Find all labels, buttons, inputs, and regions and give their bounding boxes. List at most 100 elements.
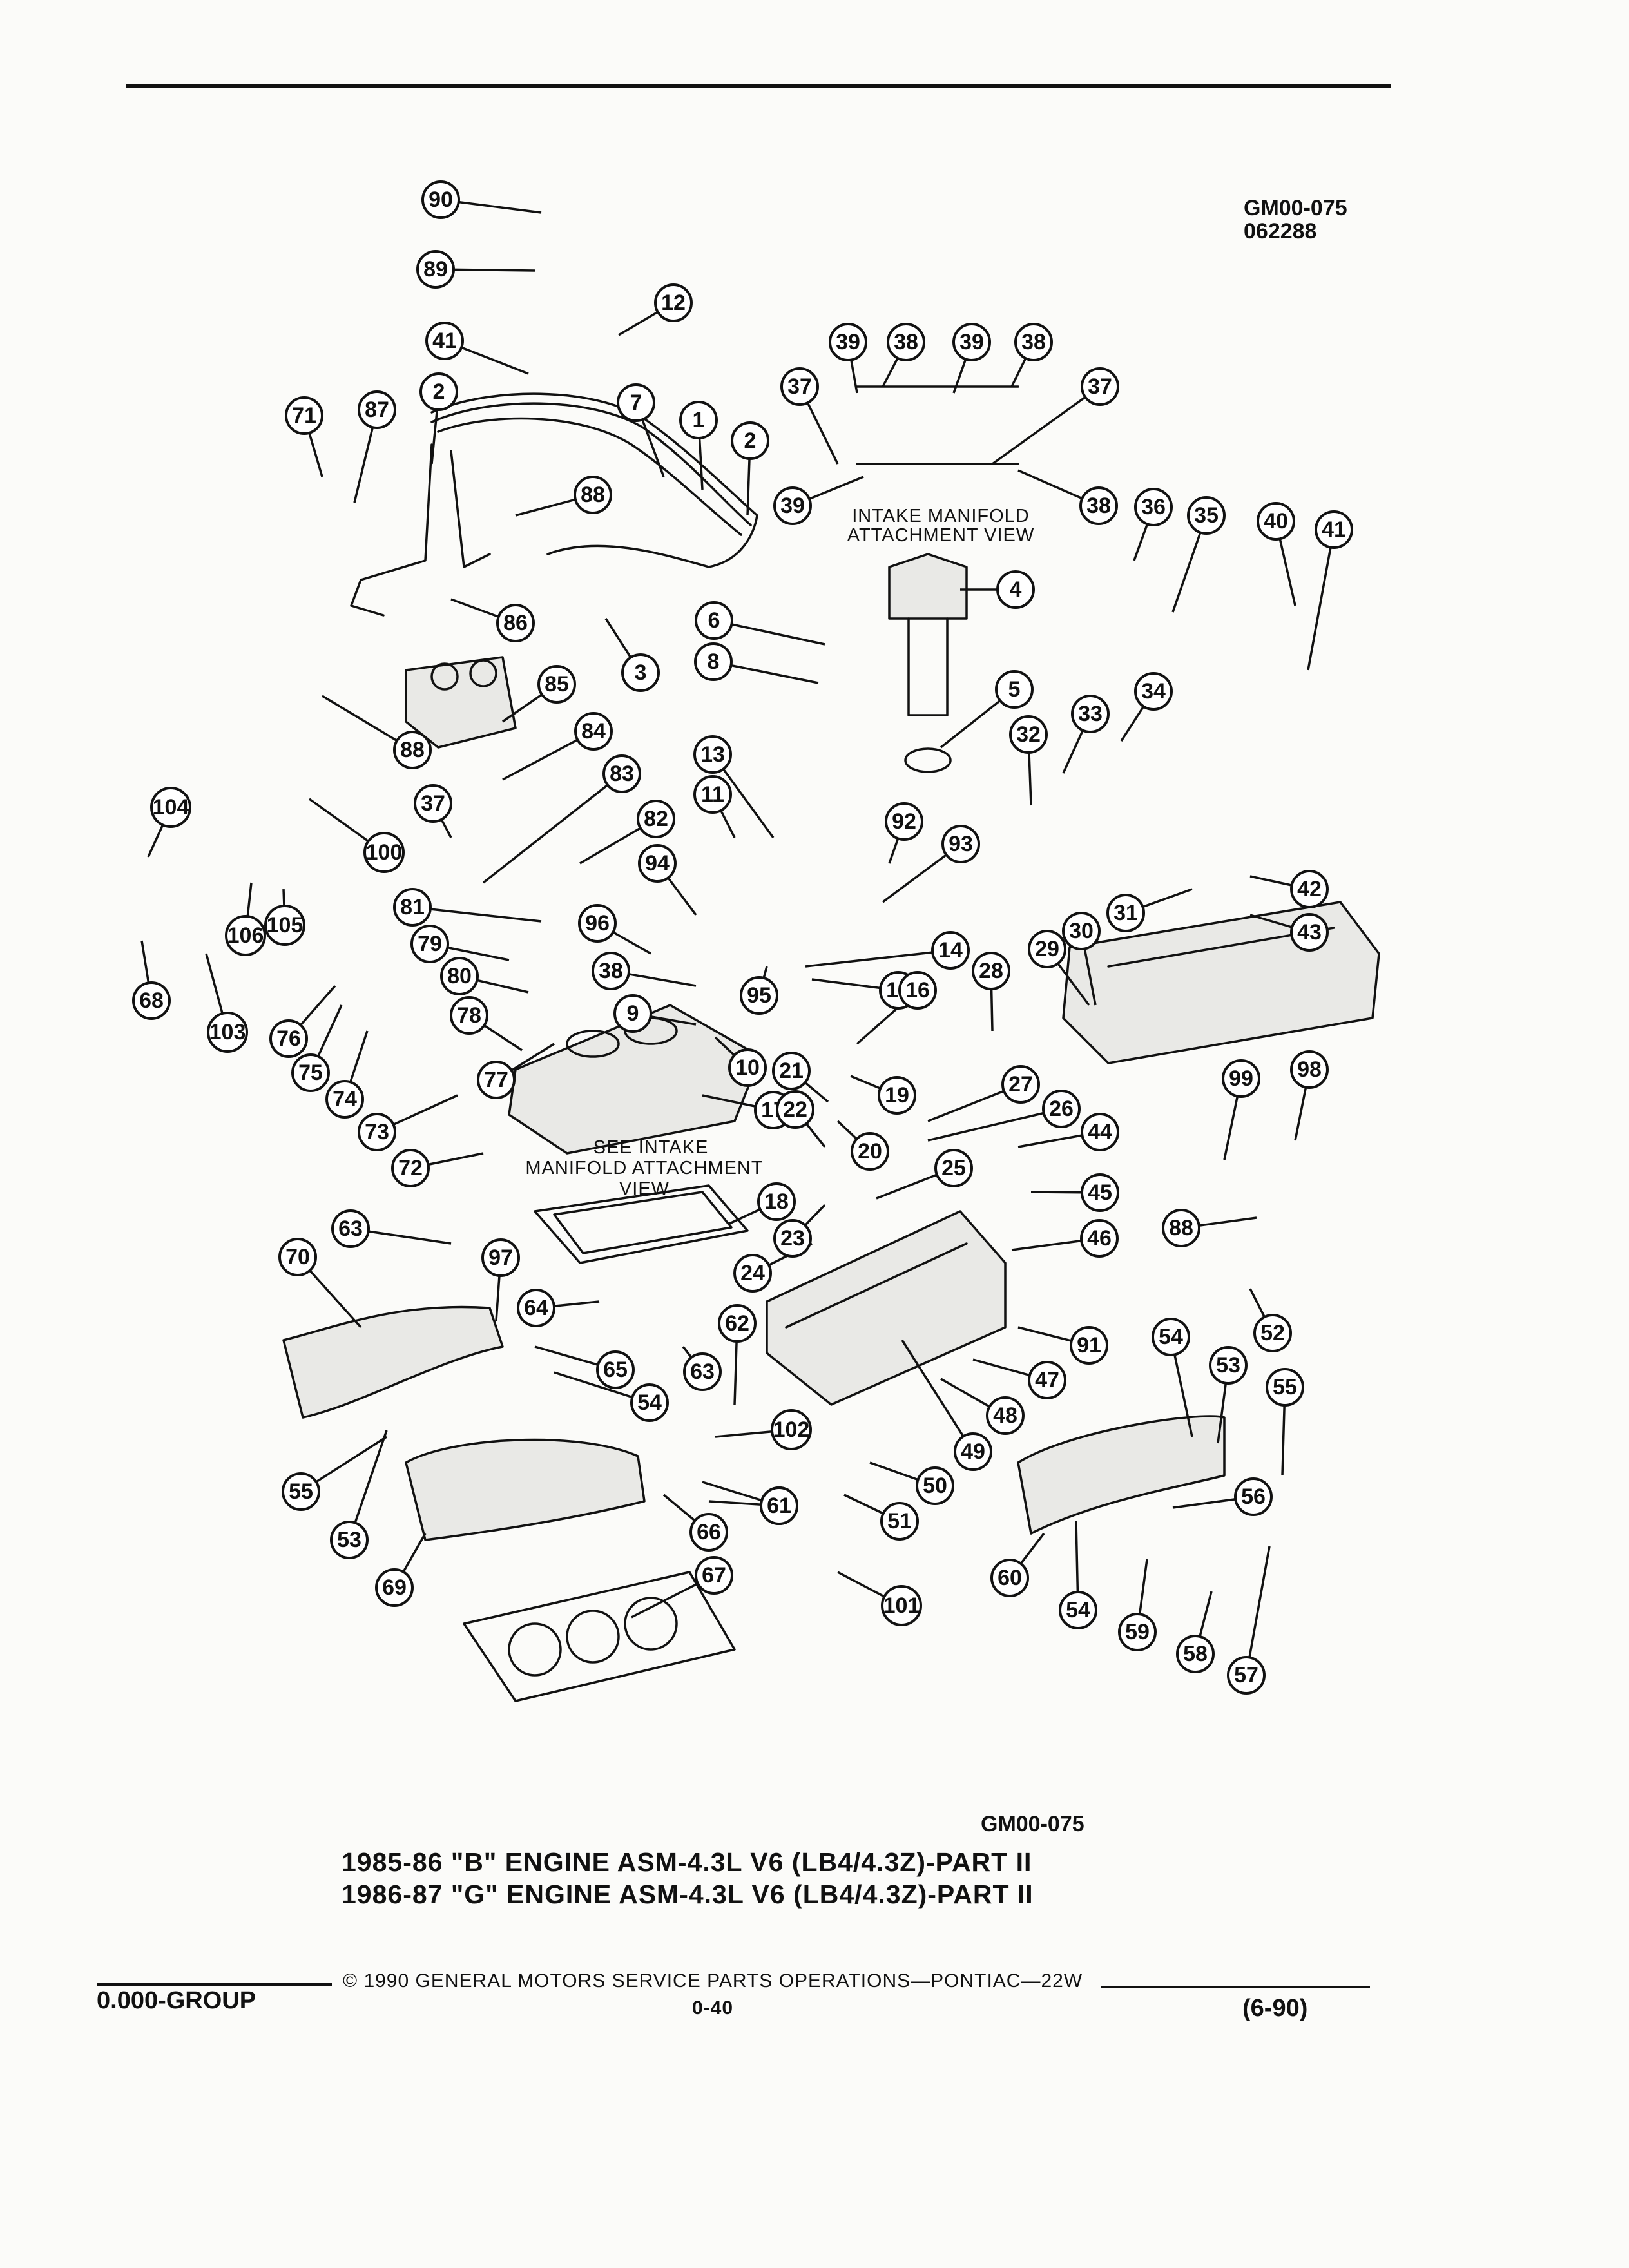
callout-84: 84 [574, 712, 613, 751]
exhaust-manifold-right [405, 1438, 646, 1541]
callout-label: 99 [1229, 1066, 1253, 1091]
callout-86: 86 [496, 604, 535, 642]
callout-label: 83 [610, 762, 634, 786]
callout-circle [1001, 1065, 1040, 1104]
callout-101: 101 [881, 1585, 922, 1626]
callout-circle [414, 784, 452, 823]
callout-label: 41 [432, 329, 457, 353]
callout-label: 55 [289, 1479, 313, 1504]
callout-circle [132, 981, 171, 1020]
callout-11: 11 [693, 775, 732, 814]
callout-63: 63 [331, 1209, 370, 1248]
callout-label: 37 [1088, 374, 1112, 399]
see-intake-label-line2: MANIFOLD ATTACHMENT [525, 1158, 763, 1178]
callout-circle [285, 396, 323, 435]
callout-circle [282, 1472, 320, 1511]
callout-label: 53 [1216, 1353, 1240, 1378]
callout-label: 18 [764, 1189, 789, 1214]
caption-code: GM00-075 [981, 1812, 1084, 1836]
intake-view-label-line1: INTAKE MANIFOLD [852, 506, 1030, 526]
callout-circle [419, 372, 458, 411]
callout-88: 88 [574, 476, 612, 514]
callout-circle [728, 1048, 767, 1087]
callout-label: 39 [836, 330, 860, 354]
callout-label: 63 [338, 1216, 363, 1241]
callout-56: 56 [1234, 1477, 1273, 1516]
callout-circle [954, 1432, 992, 1471]
callout-circle [291, 1053, 330, 1092]
footer-revision: (6-90) [1242, 1995, 1308, 2022]
callout-circle [450, 996, 488, 1035]
callout-circle [695, 601, 733, 640]
callout-circle [1009, 715, 1048, 754]
callout-7: 7 [617, 383, 655, 422]
callout-circle [330, 1521, 369, 1559]
callout-102: 102 [771, 1409, 812, 1450]
callout-85: 85 [537, 665, 576, 704]
callout-label: 31 [1113, 901, 1138, 925]
callout-label: 92 [892, 809, 916, 834]
callout-label: 88 [581, 483, 605, 507]
callout-circle [358, 390, 396, 429]
callout-6: 6 [695, 601, 733, 640]
callout-label: 102 [773, 1418, 810, 1442]
valve-cover [1062, 901, 1380, 1064]
callout-label: 103 [209, 1020, 246, 1044]
callout-label: 53 [337, 1528, 361, 1552]
callout-circle [1071, 695, 1110, 733]
callout-label: 38 [894, 330, 918, 354]
callout-circle [757, 1182, 796, 1221]
callout-label: 94 [645, 851, 670, 876]
callout-59: 59 [1118, 1613, 1157, 1651]
intake-gasket [534, 1184, 749, 1264]
callout-12: 12 [654, 284, 693, 322]
callout-label: 98 [1297, 1057, 1322, 1082]
callout-label: 46 [1087, 1226, 1112, 1251]
callout-label: 54 [637, 1390, 662, 1415]
callout-circle [916, 1466, 954, 1505]
callout-28: 28 [972, 952, 1010, 990]
callout-circle [375, 1568, 414, 1607]
exhaust-manifold-left [282, 1305, 504, 1419]
callout-label: 61 [767, 1494, 791, 1518]
callout-circle [851, 1132, 889, 1171]
callout-circle [654, 284, 693, 322]
callout-48: 48 [986, 1396, 1025, 1435]
callout-label: 106 [227, 923, 264, 948]
callout-18: 18 [757, 1182, 796, 1221]
leader-line-26 [927, 1108, 1062, 1142]
callout-46: 46 [1080, 1219, 1119, 1258]
callout-circle [776, 1090, 815, 1129]
callout-87: 87 [358, 390, 396, 429]
callout-90: 90 [421, 180, 460, 219]
callout-64: 64 [517, 1289, 555, 1327]
callout-circle [1081, 367, 1119, 406]
callout-95: 95 [740, 976, 778, 1015]
callout-92: 92 [885, 802, 923, 841]
callout-circle [1227, 1656, 1266, 1695]
callout-label: 10 [735, 1055, 760, 1080]
callout-circle [578, 904, 617, 943]
callout-31: 31 [1106, 894, 1145, 932]
callout-38: 38 [1079, 486, 1118, 525]
callout-38: 38 [887, 323, 925, 361]
head-gasket [463, 1571, 736, 1702]
leader-line-41 [1307, 529, 1335, 671]
callout-label: 73 [365, 1120, 389, 1144]
callout-54: 54 [630, 1383, 669, 1422]
leader-line-81 [412, 906, 542, 923]
callout-label: 48 [993, 1403, 1017, 1428]
caption-line-1: 1985-86 "B" ENGINE ASM-4.3L V6 (LB4/4.3Z… [342, 1847, 1032, 1877]
callout-68: 68 [132, 981, 171, 1020]
callout-label: 38 [1086, 494, 1111, 518]
callout-label: 74 [333, 1087, 357, 1111]
callout-circle [363, 832, 405, 873]
callout-circle [829, 323, 867, 361]
callout-label: 21 [779, 1059, 804, 1083]
callout-circle [780, 367, 819, 406]
callout-61: 61 [760, 1486, 798, 1525]
callout-circle [481, 1238, 520, 1277]
figure-date: 062288 [1244, 219, 1317, 244]
callout-label: 72 [398, 1156, 423, 1180]
callout-41: 41 [425, 322, 464, 360]
